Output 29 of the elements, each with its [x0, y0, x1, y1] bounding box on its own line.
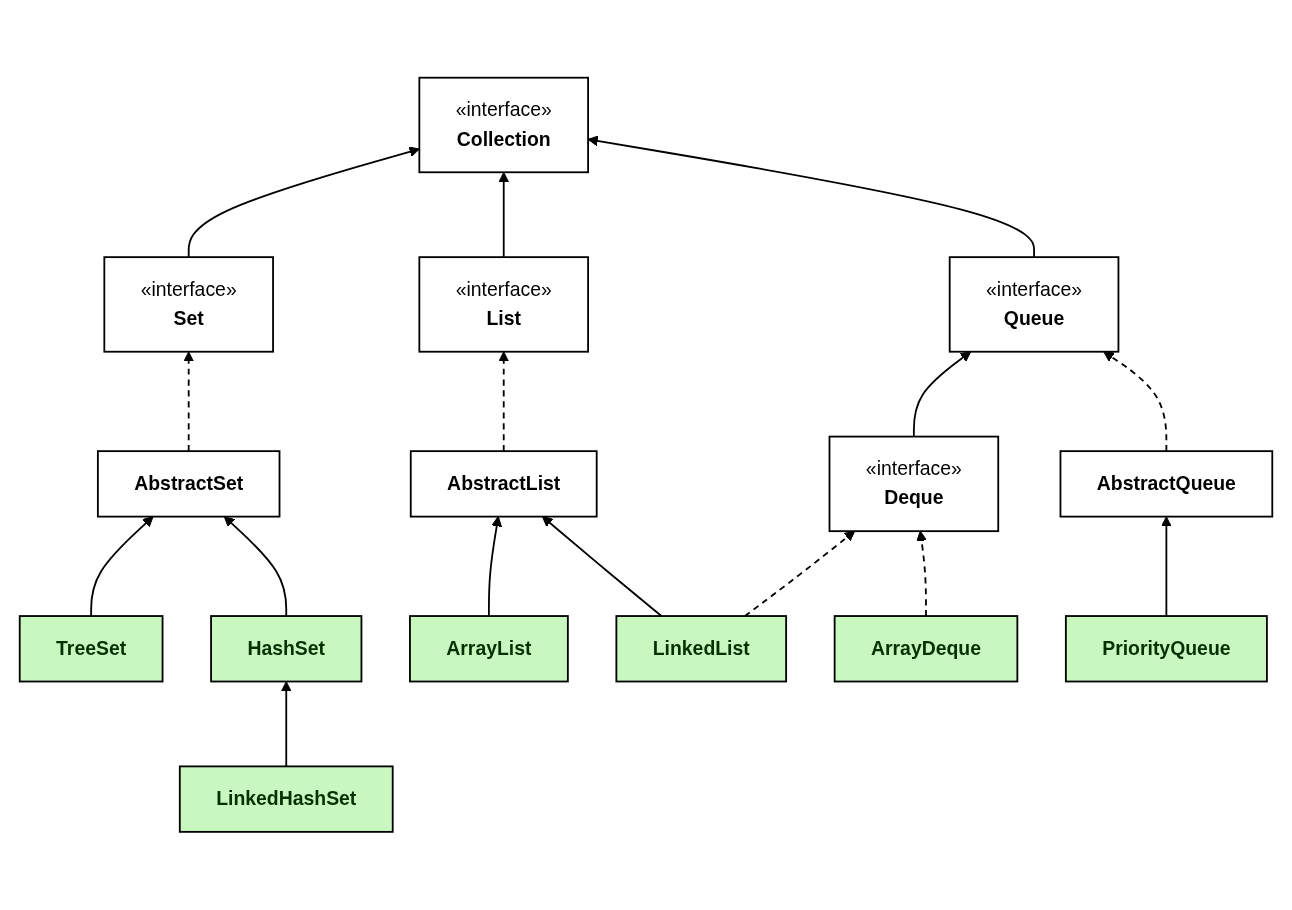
- arrow: [1103, 351, 1168, 453]
- node-box: TreeSet: [18, 615, 164, 683]
- arrow: [187, 146, 420, 259]
- node-box: «interface» Deque: [828, 435, 1000, 533]
- node-box: ArrayList: [409, 615, 569, 683]
- node-box: «interface» List: [418, 256, 589, 353]
- node-box: «interface» Set: [103, 256, 274, 353]
- arrow: [488, 516, 502, 618]
- node-box: HashSet: [210, 615, 363, 683]
- node-box: «interface» Collection: [418, 77, 589, 174]
- node-box: «interface» Queue: [948, 256, 1120, 353]
- node-box: AbstractQueue: [1059, 450, 1274, 518]
- arrow: [498, 351, 510, 453]
- node-box: AbstractSet: [96, 450, 281, 518]
- arrow: [498, 172, 510, 259]
- arrow: [90, 516, 154, 618]
- arrow: [223, 516, 288, 618]
- arrow: [183, 351, 195, 453]
- node-box: AbstractList: [409, 450, 598, 518]
- node-box: ArrayDeque: [833, 615, 1019, 683]
- node-box: LinkedHashSet: [178, 765, 394, 833]
- node-box: LinkedList: [615, 615, 788, 683]
- arrow: [912, 351, 972, 438]
- arrow: [280, 681, 292, 768]
- arrow: [542, 516, 663, 618]
- arrow: [916, 530, 927, 618]
- arrow: [1161, 516, 1172, 618]
- arrow: [744, 530, 856, 618]
- node-box: PriorityQueue: [1064, 615, 1268, 683]
